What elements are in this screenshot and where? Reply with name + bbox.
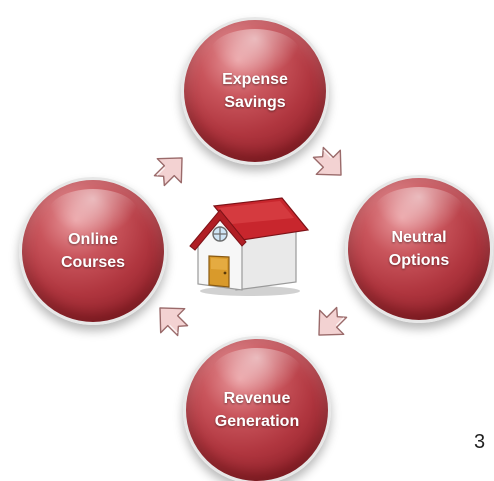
node-label-line2: Generation xyxy=(214,413,300,430)
arrow-up-left-icon xyxy=(159,307,189,337)
node-label-line2: Savings xyxy=(224,94,286,111)
node-label-line1: Neutral xyxy=(391,229,447,246)
node-label-line1: Online xyxy=(68,231,118,248)
arrow-down-right-icon xyxy=(312,146,342,176)
node-expense-savings: Expense Savings xyxy=(181,17,329,165)
arrow-down-left-icon xyxy=(318,306,348,336)
arrow-up-right-icon xyxy=(153,157,183,187)
node-label: Revenue Generation xyxy=(215,387,299,433)
node-label: Expense Savings xyxy=(222,68,288,114)
node-label: Online Courses xyxy=(61,228,125,274)
node-label-line1: Expense xyxy=(222,71,288,88)
node-label-line1: Revenue xyxy=(223,390,291,407)
node-label-line2: Options xyxy=(388,252,450,269)
node-label-line2: Courses xyxy=(60,254,126,271)
page-number: 3 xyxy=(474,431,486,453)
house-icon xyxy=(189,197,310,296)
node-neutral-options: Neutral Options xyxy=(345,175,493,323)
node-label: Neutral Options xyxy=(389,226,449,272)
node-revenue-generation: Revenue Generation xyxy=(183,336,331,481)
node-online-courses: Online Courses xyxy=(19,177,167,325)
